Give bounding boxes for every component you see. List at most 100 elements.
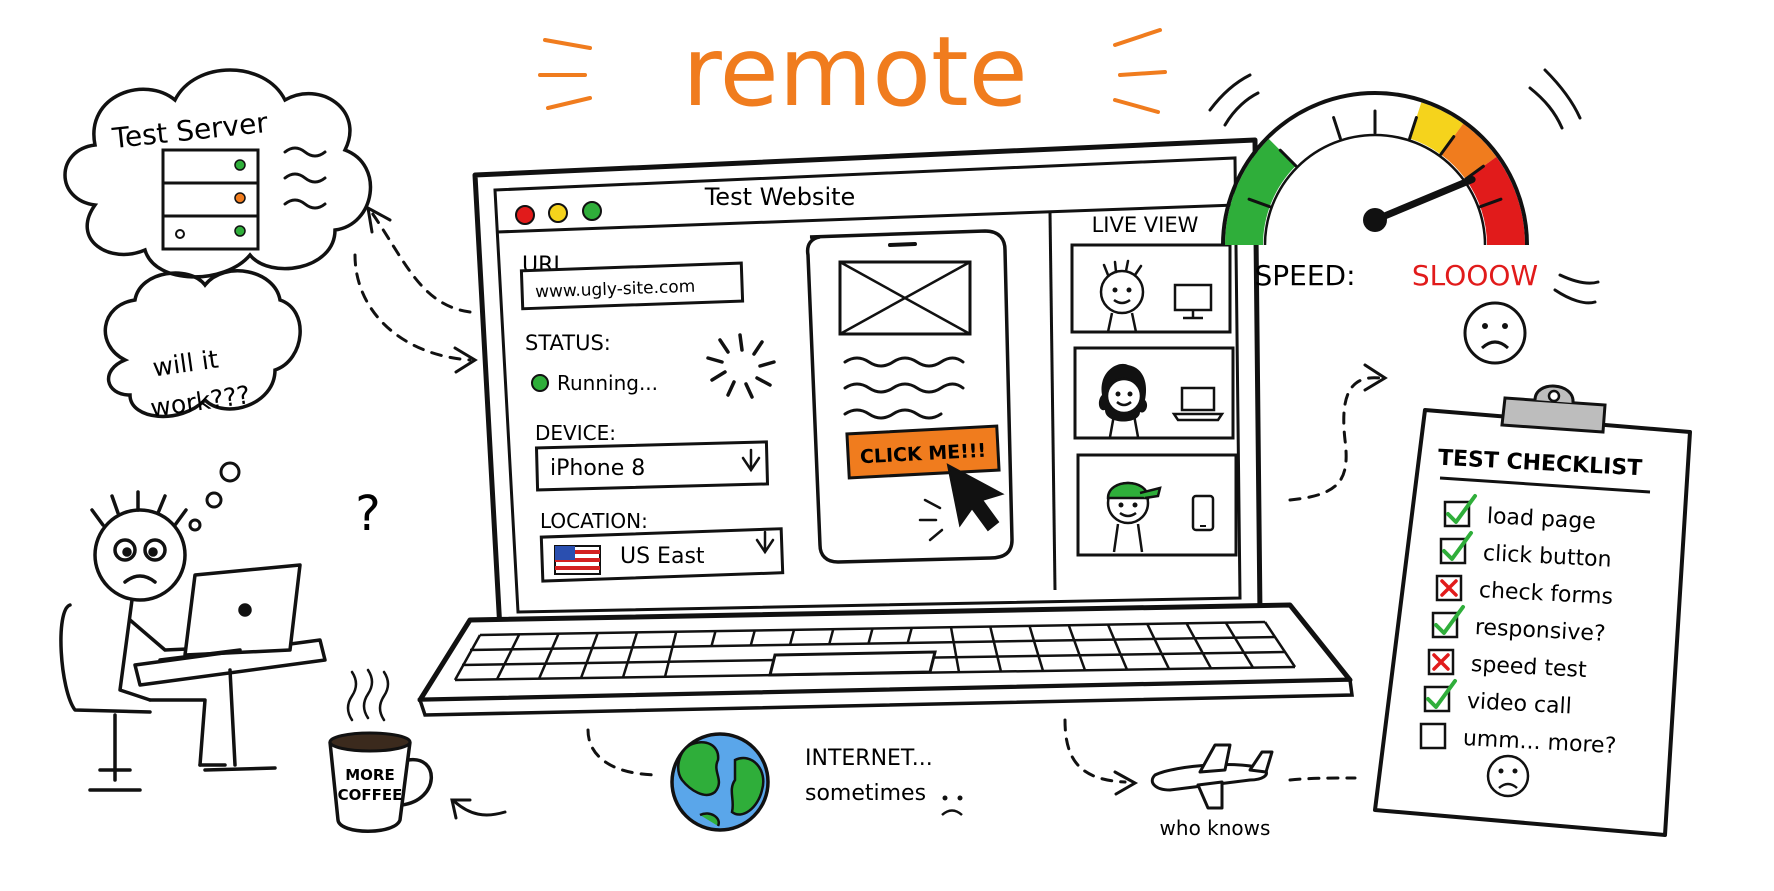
chair-back <box>59 603 152 714</box>
globe-icon <box>670 732 770 832</box>
window-maximize-button[interactable] <box>582 201 602 221</box>
device-label: DEVICE: <box>535 421 616 445</box>
mobile-phone-icon <box>1191 494 1215 532</box>
gauge-motion-lines <box>1208 68 1600 305</box>
clipboard-clip <box>1500 396 1607 434</box>
sad-face-speed-icon <box>1463 301 1527 365</box>
person-body <box>118 598 152 702</box>
server-label: Test Server <box>110 106 270 155</box>
location-select[interactable] <box>539 527 785 583</box>
status-indicator-icon <box>531 374 549 392</box>
laptop-device-icon <box>1171 386 1225 422</box>
checkbox[interactable] <box>1419 722 1447 750</box>
checklist-item[interactable]: check forms <box>1435 574 1614 610</box>
thought-line-1: will it <box>151 344 221 382</box>
tester-face-2 <box>1105 377 1143 415</box>
thought-dot-small <box>188 518 202 532</box>
speedometer: SPEED: SLOOOW <box>1208 68 1600 365</box>
location-value: US East <box>620 544 705 569</box>
laptop: Test Website URL www.ugly-site.com STATU… <box>417 137 1354 717</box>
location-chevron-down-icon[interactable] <box>755 530 775 555</box>
window-minimize-button[interactable] <box>548 203 568 223</box>
checklist-item[interactable]: speed test <box>1427 648 1588 683</box>
phone-click-me-button[interactable] <box>845 424 1001 480</box>
keyboard-key-line <box>867 628 874 644</box>
thought-cloud-shape <box>103 269 302 419</box>
sad-face-small-icon <box>941 795 963 816</box>
sad-face-checklist-icon <box>1486 754 1530 798</box>
keyboard-key-line <box>1106 624 1129 671</box>
internet-sometimes: sometimes <box>805 781 926 806</box>
window-close-button[interactable] <box>515 205 535 225</box>
status-value: Running... <box>557 371 658 395</box>
live-view-divider <box>1048 211 1057 591</box>
thought-line-2: work??? <box>149 380 252 423</box>
gauge-ticks <box>1247 109 1503 209</box>
keyboard-key-line <box>469 635 1276 652</box>
keyboard-key-line <box>1263 621 1297 668</box>
checklist-title-underline <box>1439 476 1651 494</box>
person-leg <box>148 698 207 767</box>
cross-icon <box>1440 579 1458 597</box>
device-select[interactable] <box>534 440 770 492</box>
worried-person <box>59 490 327 792</box>
test-server-cloud: Test Server <box>63 68 373 279</box>
keyboard-key-line <box>949 626 961 673</box>
live-view-tile-laptop[interactable] <box>1073 346 1235 440</box>
mug-body <box>328 741 412 833</box>
click-burst-lines <box>918 498 944 542</box>
url-input[interactable] <box>519 261 745 311</box>
person-hair <box>90 490 188 527</box>
person-laptop-base <box>158 648 242 662</box>
checklist-item[interactable]: video call <box>1423 679 1572 719</box>
checklist-item[interactable]: load page <box>1443 494 1596 535</box>
check-icon <box>1434 605 1465 635</box>
phone-speaker <box>888 242 917 247</box>
coffee-mug: MORE COFFEE <box>328 668 433 833</box>
gauge-needle <box>1371 175 1476 224</box>
title-burst-lines-right <box>1113 28 1167 114</box>
keyboard-key-line <box>1185 622 1213 669</box>
checklist-item-label: load page <box>1486 504 1596 535</box>
checklist-item-label: video call <box>1466 689 1572 719</box>
live-view-label: LIVE VIEW <box>1092 213 1199 237</box>
gauge-tick <box>1247 197 1272 209</box>
person-eye-right <box>143 538 167 562</box>
gauge-tick <box>1464 164 1485 181</box>
plane-connection-line <box>1063 718 1127 784</box>
check-icon <box>1446 494 1477 524</box>
plane-trail-line <box>1288 776 1357 782</box>
laptop-trackpad <box>768 650 937 677</box>
desktop-monitor-icon <box>1173 283 1213 320</box>
keyboard-key-line <box>1067 624 1087 671</box>
device-chevron-down-icon[interactable] <box>741 448 761 473</box>
keyboard-key-line <box>828 628 835 645</box>
live-view-tile-mobile[interactable] <box>1076 453 1238 557</box>
gauge-tick <box>1332 116 1342 140</box>
keyboard-key-line <box>453 634 482 681</box>
desk-leg <box>203 668 277 772</box>
server-noise-lines <box>283 146 327 210</box>
steam-icon <box>346 668 390 722</box>
mug-handle <box>401 758 433 807</box>
location-label: LOCATION: <box>540 509 648 533</box>
us-flag-icon <box>554 545 601 575</box>
tester-face-1 <box>1099 269 1145 315</box>
gauge-tick <box>1478 197 1503 209</box>
device-value: iPhone 8 <box>550 456 645 481</box>
mug-text-line-1: MORE <box>345 766 394 784</box>
server-arrowheads <box>366 205 478 374</box>
live-view-tile-desktop[interactable] <box>1070 243 1232 334</box>
mouse-cursor-icon <box>946 463 1005 532</box>
gauge-tick <box>1408 116 1418 140</box>
gauge-outline <box>1221 91 1529 246</box>
status-label: STATUS: <box>525 331 611 355</box>
image-placeholder-icon <box>838 260 972 336</box>
thought-dot-medium <box>205 491 223 509</box>
airplane-icon <box>1150 743 1274 810</box>
person-eye-left <box>113 538 137 562</box>
keyboard-key-line <box>1028 625 1045 672</box>
thought-bubble: will it work??? <box>103 269 302 532</box>
plane-caption: who knows <box>1160 816 1271 840</box>
